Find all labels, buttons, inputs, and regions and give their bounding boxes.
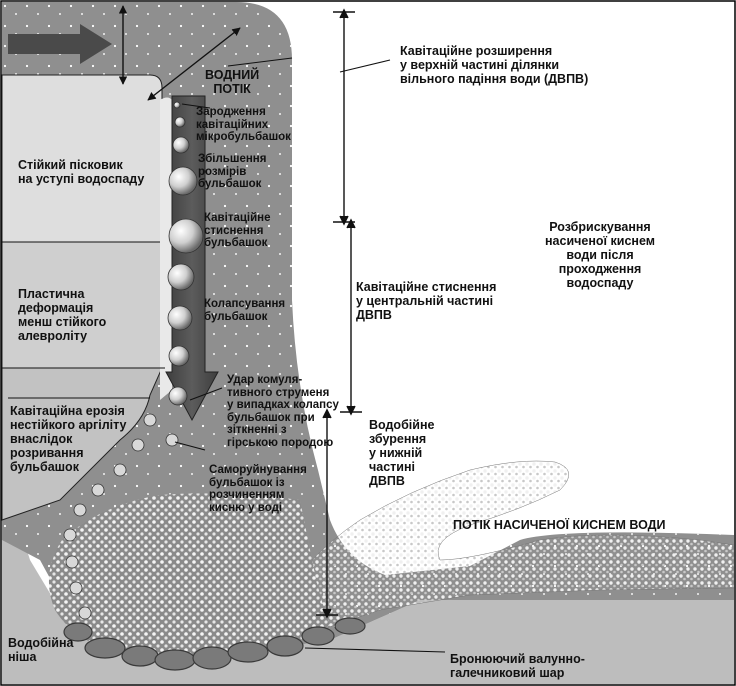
label-self-destruction: Саморуйнування бульбашок із розчиненням … — [209, 464, 307, 514]
label-armoring-layer: Бронюючий валунно- галечниковий шар — [450, 652, 585, 680]
label-stable-sandstone: Стійкий пісковик на уступі водоспаду — [18, 158, 144, 186]
label-splashing: Розбрискування насиченої киснем води піс… — [545, 220, 655, 290]
label-cavitation-erosion: Кавітаційна ерозія нестійкого аргіліту в… — [10, 404, 127, 474]
label-jet-impact: Удар комуля- тивного струменя у випадках… — [227, 374, 339, 449]
label-turbulence: Водобійне збурення у нижній частині ДВПВ — [369, 418, 434, 488]
label-bubble-collapse: Колапсування бульбашок — [204, 298, 285, 323]
label-plastic-deformation: Пластична деформація менш стійкого алевр… — [18, 287, 106, 343]
label-bubble-growth: Збільшення розмірів бульбашок — [198, 153, 266, 191]
label-bubble-compression: Кавітаційне стиснення бульбашок — [204, 212, 271, 250]
label-oxygen-flow: ПОТІК НАСИЧЕНОЇ КИСНЕМ ВОДИ — [453, 518, 666, 532]
label-plunge-pool: Водобійна ніша — [8, 636, 73, 664]
label-water-stream: ВОДНИЙ ПОТІК — [205, 68, 259, 96]
label-central-compression: Кавітаційне стиснення у центральній част… — [356, 280, 496, 322]
label-cavitation-widening: Кавітаційне розширення у верхній частині… — [400, 44, 588, 86]
label-microbubble-origin: Зародження кавітаційних мікробульбашок — [196, 106, 291, 144]
